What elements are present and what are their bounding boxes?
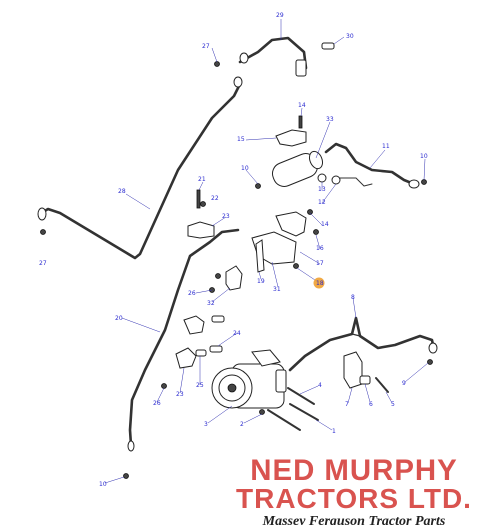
callout-8[interactable]: 8: [351, 294, 355, 301]
bolt-21: [196, 189, 201, 209]
callout-27-left[interactable]: 27: [39, 260, 47, 267]
callout-labels: 29 27 30 28 15 14 33 11 10 10 21 22 23 1…: [39, 12, 428, 488]
callout-33[interactable]: 33: [326, 116, 334, 123]
plate-6: [359, 375, 371, 385]
pipe-20: [128, 228, 240, 447]
fitting-29: [239, 52, 249, 64]
callout-31[interactable]: 31: [273, 286, 281, 293]
compressor-3: [211, 349, 287, 409]
logo-line-2: TRACTORS LTD.: [236, 483, 472, 514]
callout-26-upper[interactable]: 26: [188, 290, 196, 297]
callout-4[interactable]: 4: [318, 382, 322, 389]
callout-13[interactable]: 13: [318, 186, 326, 193]
callout-22[interactable]: 22: [211, 195, 219, 202]
callout-19[interactable]: 19: [257, 278, 265, 285]
callout-10-mid[interactable]: 10: [241, 165, 249, 172]
washer-10-mid: [255, 183, 261, 189]
wire-12: [339, 177, 373, 187]
callout-15[interactable]: 15: [237, 136, 245, 143]
callout-12[interactable]: 12: [318, 199, 326, 206]
clamp-23-upper: [187, 221, 215, 239]
switch-13: [317, 173, 327, 183]
washer-2: [259, 409, 265, 415]
callout-26-lower[interactable]: 26: [153, 400, 161, 407]
callout-14-top[interactable]: 14: [298, 102, 306, 109]
bracket-17: [275, 211, 307, 237]
bolt-14-top: [298, 115, 303, 129]
washer-27-top: [214, 61, 220, 67]
washer-27-left: [40, 229, 46, 235]
pipe-8-inner: [304, 333, 433, 357]
nut-18: [293, 263, 299, 269]
callout-10-right[interactable]: 10: [420, 153, 428, 160]
clip-lower-b: [211, 315, 225, 323]
callout-14-right[interactable]: 14: [321, 221, 329, 228]
logo-tagline: Massey Ferguson Tractor Parts: [262, 514, 446, 525]
nut-26-upper: [215, 273, 221, 279]
nut-16: [313, 229, 319, 235]
fitting-11: [408, 179, 420, 189]
oring-9: [427, 359, 433, 365]
pipe-29-inner: [239, 37, 307, 69]
washer-10-bottom: [123, 473, 129, 479]
fitting-8-right: [428, 342, 438, 354]
clamp-23-lower: [175, 347, 197, 369]
ned-murphy-logo: NED MURPHY TRACTORS LTD. Massey Ferguson…: [232, 454, 476, 525]
callout-2[interactable]: 2: [240, 421, 244, 428]
leader-lines: [104, 19, 429, 484]
switch-13-b: [331, 175, 341, 185]
callout-16[interactable]: 16: [316, 245, 324, 252]
bolt-1: [289, 403, 319, 421]
bolt-long-2: [267, 409, 301, 431]
callout-6[interactable]: 6: [369, 401, 373, 408]
hose-11-inner: [335, 143, 405, 181]
washer-26-bottom: [161, 383, 167, 389]
washer-10-right: [421, 179, 427, 185]
part-30: [321, 42, 335, 50]
nut-14b: [307, 209, 313, 215]
callout-11[interactable]: 11: [382, 143, 390, 150]
callout-3[interactable]: 3: [204, 421, 208, 428]
callout-25[interactable]: 25: [196, 382, 204, 389]
pipe-20-inner: [129, 231, 223, 431]
clamp-lower-a: [183, 315, 205, 335]
callout-23-lower[interactable]: 23: [176, 391, 184, 398]
callout-27-top[interactable]: 27: [202, 43, 210, 50]
clip-24: [209, 345, 223, 353]
callout-30[interactable]: 30: [346, 33, 354, 40]
callout-17[interactable]: 17: [316, 260, 324, 267]
logo-line-1: NED MURPHY: [250, 454, 458, 487]
washer-22: [200, 201, 206, 207]
fitting-28-left: [37, 207, 47, 221]
callout-24[interactable]: 24: [233, 330, 241, 337]
callout-29[interactable]: 29: [276, 12, 284, 19]
fitting-28-top: [233, 76, 243, 88]
receiver-drier-cap: [308, 150, 324, 170]
callout-1[interactable]: 1: [332, 428, 336, 435]
callout-20[interactable]: 20: [115, 315, 123, 322]
callout-7[interactable]: 7: [345, 401, 349, 408]
clip-25: [195, 349, 207, 357]
callout-18[interactable]: 18: [316, 280, 324, 287]
bolt-5: [375, 377, 389, 393]
callout-32[interactable]: 32: [207, 300, 215, 307]
pipe-28-inner: [47, 95, 235, 259]
callout-21[interactable]: 21: [198, 176, 206, 183]
manifold-7: [343, 351, 363, 389]
callout-23-upper[interactable]: 23: [222, 213, 230, 220]
fitting-20-bottom: [127, 440, 135, 452]
callout-28[interactable]: 28: [118, 188, 126, 195]
callout-18-highlight: [313, 277, 325, 289]
callout-5[interactable]: 5: [391, 401, 395, 408]
bolt-4: [287, 387, 315, 405]
clamp-19: [255, 239, 265, 273]
callout-9[interactable]: 9: [402, 380, 406, 387]
clamp-32: [225, 265, 243, 291]
bracket-29: [295, 59, 307, 77]
callout-10-bottom[interactable]: 10: [99, 481, 107, 488]
bracket-15: [275, 129, 307, 147]
